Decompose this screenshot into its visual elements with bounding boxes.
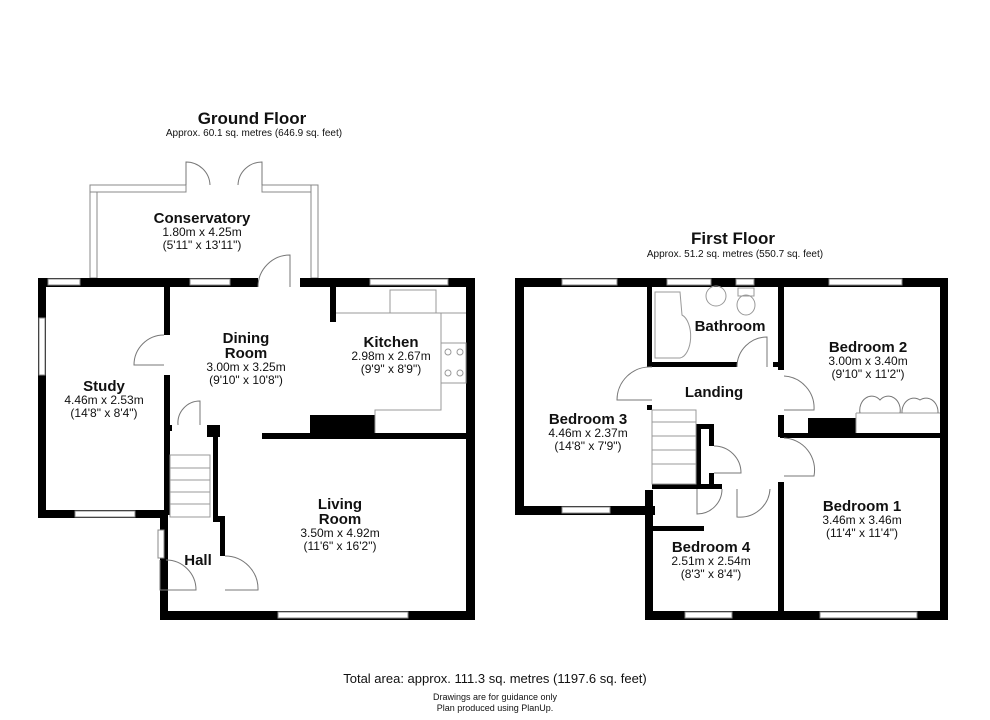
- under-stairs-door: [177, 400, 201, 426]
- study-dims: 4.46m x 2.53m: [64, 393, 143, 407]
- bedroom-3-dims-imperial: (14'8" x 7'9"): [554, 439, 621, 453]
- cupboard-door: [713, 445, 742, 474]
- dining-room-label-2: Room: [225, 345, 268, 362]
- total-area: Total area: approx. 111.3 sq. metres (11…: [343, 671, 647, 686]
- bathroom-door: [736, 336, 768, 368]
- disclaimer: Drawings are for guidance only: [433, 692, 558, 702]
- dining-room-dims-imperial: (9'10" x 10'8"): [209, 373, 283, 387]
- kitchen-label: Kitchen: [363, 334, 418, 351]
- kitchen-dims-imperial: (9'9" x 8'9"): [361, 362, 421, 376]
- bedroom-1-door: [783, 437, 816, 477]
- conservatory-door: [257, 254, 291, 288]
- living-room-label: Living: [318, 496, 362, 513]
- wardrobe-door-left: [859, 395, 901, 414]
- study-dims-imperial: (14'8" x 8'4"): [70, 406, 137, 420]
- first-floor-area: Approx. 51.2 sq. metres (550.7 sq. feet): [647, 249, 823, 260]
- bedroom-4-dims: 2.51m x 2.54m: [671, 554, 750, 568]
- conservatory-door-right: [237, 161, 263, 186]
- bathroom-label: Bathroom: [695, 318, 766, 335]
- bedroom-3-door: [616, 366, 653, 401]
- bedroom-2-dims: 3.00m x 3.40m: [828, 354, 907, 368]
- staircase: [651, 409, 697, 485]
- first-floor-plan: First Floor Approx. 51.2 sq. metres (550…: [515, 229, 948, 620]
- conservatory-dims-imperial: (5'11" x 13'11"): [163, 238, 242, 252]
- bath-icon: [654, 291, 692, 359]
- bedroom-4-dims-imperial: (8'3" x 8'4"): [681, 567, 741, 581]
- living-room-dims: 3.50m x 4.92m: [300, 526, 379, 540]
- dining-room-label: Dining: [223, 330, 270, 347]
- conservatory-label: Conservatory: [154, 210, 251, 227]
- kitchen-dims: 2.98m x 2.67m: [351, 349, 430, 363]
- wardrobe-door-right: [901, 397, 939, 414]
- study-door: [133, 334, 165, 366]
- basin-icon: [705, 285, 727, 307]
- toilet-icon: [737, 287, 755, 297]
- staircase: [169, 454, 211, 518]
- landing-door: [736, 488, 771, 518]
- bedroom-3-label: Bedroom 3: [549, 411, 627, 428]
- study-label: Study: [83, 378, 125, 395]
- bedroom-1-label: Bedroom 1: [823, 498, 901, 515]
- ground-floor-title: Ground Floor: [198, 109, 307, 128]
- bedroom-1-dims: 3.46m x 3.46m: [822, 513, 901, 527]
- conservatory-frame: [89, 161, 319, 279]
- bedroom-2-dims-imperial: (9'10" x 11'2"): [832, 367, 905, 381]
- bedroom-3-dims: 4.46m x 2.37m: [548, 426, 627, 440]
- bedroom-1-dims-imperial: (11'4" x 11'4"): [826, 526, 898, 540]
- first-floor-title: First Floor: [691, 229, 775, 248]
- ground-floor-plan: Ground Floor Approx. 60.1 sq. metres (64…: [38, 109, 475, 620]
- front-door: [159, 559, 197, 591]
- bedroom-2-label: Bedroom 2: [829, 339, 907, 356]
- hob-icon: [440, 342, 467, 384]
- ground-floor-area: Approx. 60.1 sq. metres (646.9 sq. feet): [166, 128, 342, 139]
- conservatory-door-left: [185, 161, 211, 186]
- wardrobe: [855, 395, 940, 433]
- bedroom-4-label: Bedroom 4: [672, 539, 751, 556]
- hall-label: Hall: [184, 552, 212, 569]
- conservatory-dims: 1.80m x 4.25m: [162, 225, 241, 239]
- sink-icon: [389, 289, 437, 314]
- landing-label: Landing: [685, 384, 743, 401]
- bedroom-2-door: [783, 375, 815, 411]
- credit: Plan produced using PlanUp.: [437, 703, 554, 713]
- living-room-dims-imperial: (11'6" x 16'2"): [304, 539, 377, 553]
- chimney-breast: [310, 415, 375, 439]
- chimney-breast: [808, 418, 856, 435]
- living-room-label-2: Room: [319, 511, 362, 528]
- living-room-door: [224, 555, 259, 591]
- dining-room-dims: 3.00m x 3.25m: [206, 360, 285, 374]
- bathroom-fittings: [654, 285, 756, 359]
- bedroom-4-door: [696, 488, 723, 515]
- kitchen-units: [336, 289, 467, 433]
